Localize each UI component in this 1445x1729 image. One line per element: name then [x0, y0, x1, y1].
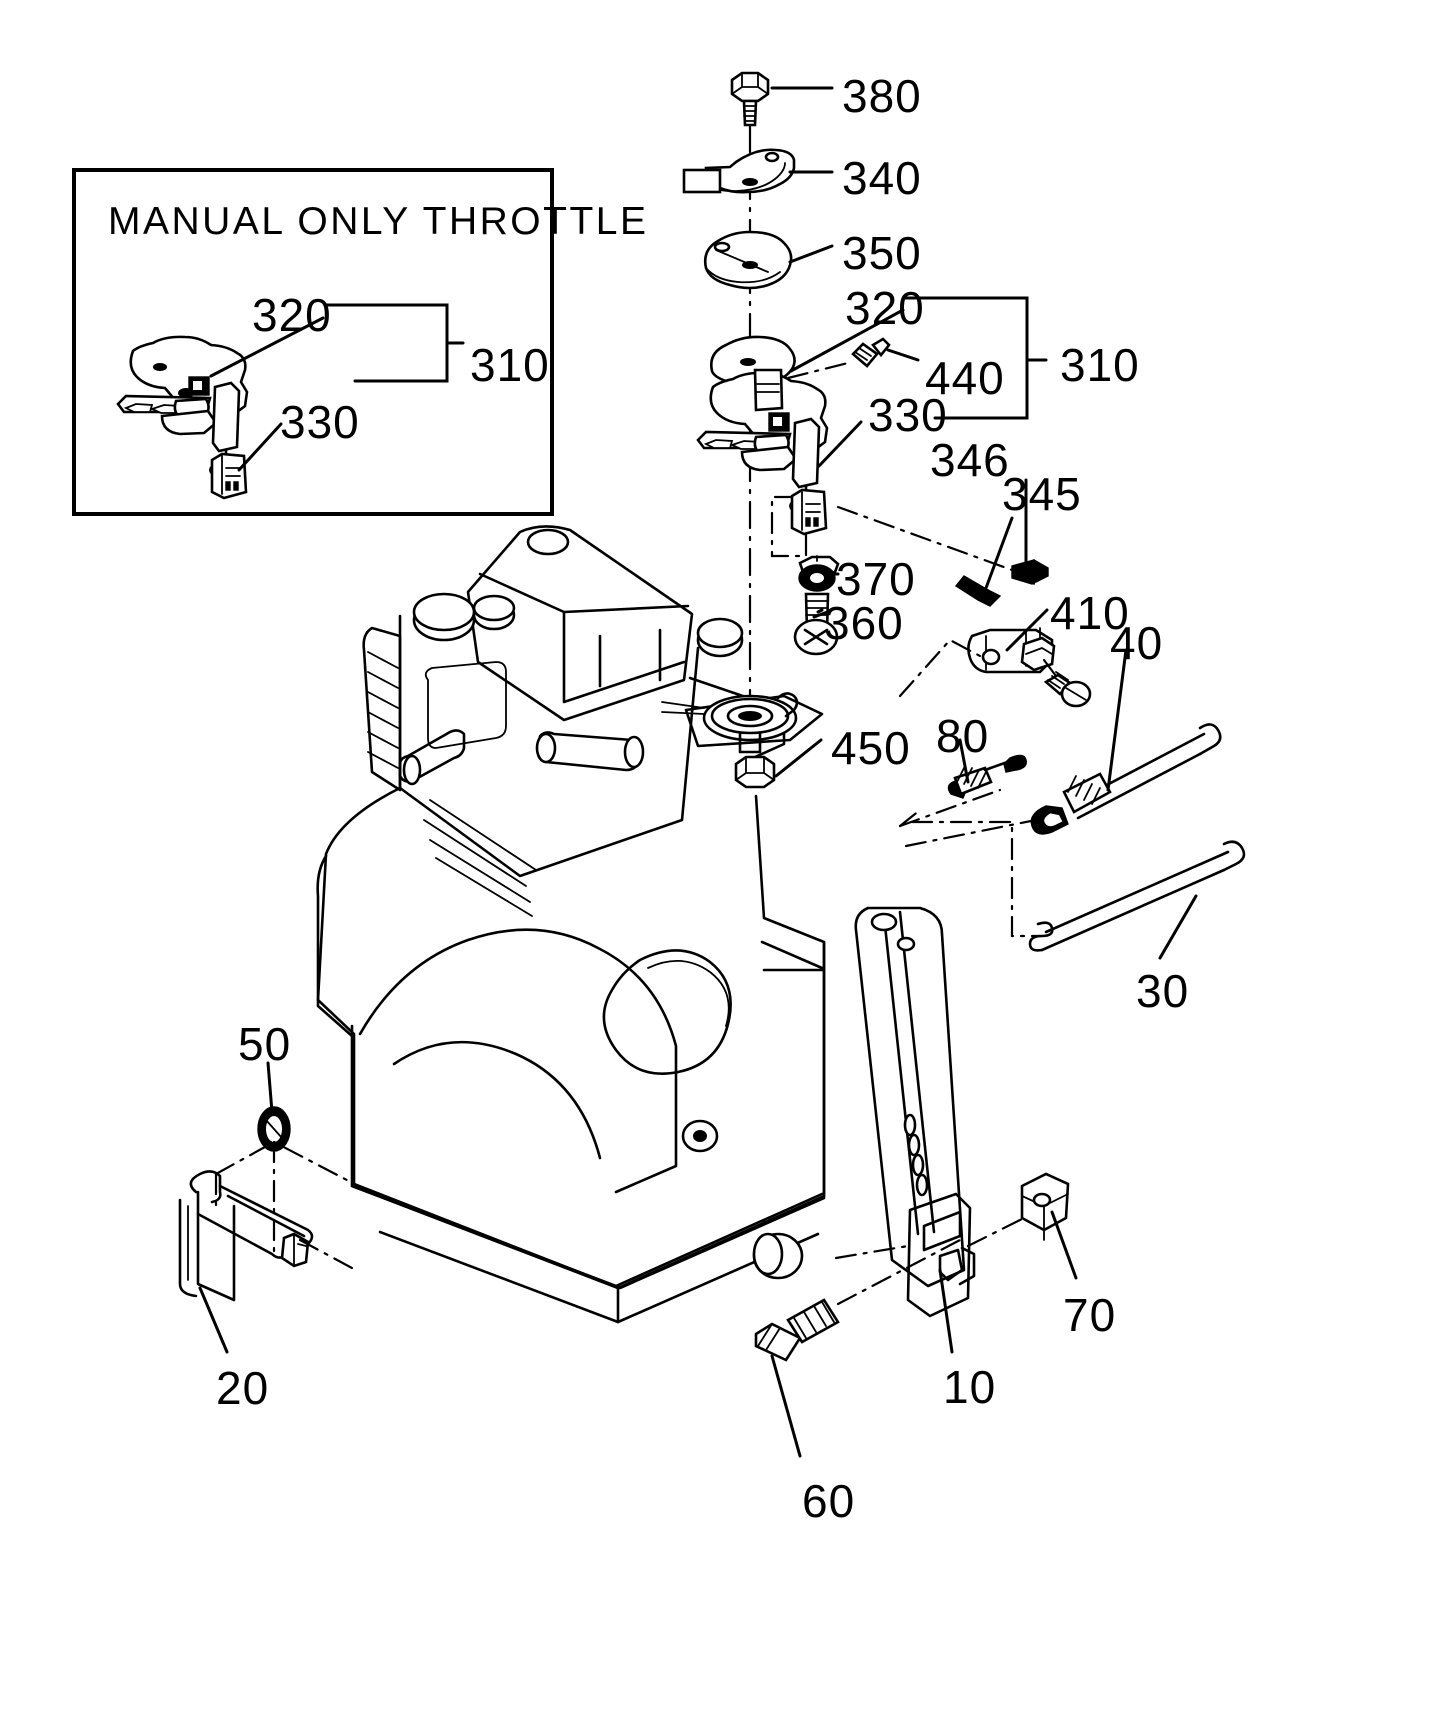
- label-360: 360: [824, 597, 904, 649]
- label-330: 330: [868, 389, 948, 441]
- label-inset-330: 330: [280, 396, 360, 448]
- part-380-bolt: [730, 71, 834, 127]
- part-346-pin: [836, 478, 1049, 585]
- label-60: 60: [802, 1475, 856, 1527]
- inset-title: MANUAL ONLY THROTTLE: [108, 200, 649, 243]
- part-410-bracket: [898, 608, 1092, 708]
- manual-only-throttle-inset: [72, 168, 554, 516]
- part-40-spring-rod: [904, 648, 1222, 848]
- label-346: 346: [930, 434, 1010, 486]
- part-440-screw: [786, 337, 920, 380]
- label-350: 350: [842, 227, 922, 279]
- label-310: 310: [1060, 339, 1140, 391]
- label-10: 10: [943, 1361, 997, 1413]
- inset-throttle-assembly: [116, 303, 465, 500]
- label-320: 320: [845, 282, 925, 334]
- label-410: 410: [1050, 587, 1130, 639]
- part-350-plate: [703, 230, 834, 290]
- label-inset-310: 310: [470, 339, 550, 391]
- label-340: 340: [842, 152, 922, 204]
- label-450: 450: [831, 722, 911, 774]
- label-30: 30: [1136, 965, 1190, 1017]
- part-450-governor: [661, 692, 823, 789]
- label-380: 380: [842, 70, 922, 122]
- label-80: 80: [936, 710, 990, 762]
- part-70-block: [1020, 1172, 1078, 1280]
- part-60-bolt: [754, 1238, 962, 1458]
- label-50: 50: [238, 1018, 292, 1070]
- label-440: 440: [925, 352, 1005, 404]
- part-30-rod: [910, 820, 1246, 960]
- label-20: 20: [216, 1362, 270, 1414]
- part-10-control-lever: [834, 906, 1042, 1354]
- part-370-washer: [798, 555, 840, 592]
- label-inset-320: 320: [252, 289, 332, 341]
- part-345-pin: [954, 516, 1014, 607]
- part-360-screw: [770, 495, 839, 656]
- engine-block: [316, 525, 826, 1324]
- part-20-rod: [178, 1140, 368, 1354]
- label-370: 370: [836, 553, 916, 605]
- label-345: 345: [1002, 468, 1082, 520]
- part-320-throttle-assembly: [696, 296, 1048, 536]
- part-50-washer: [257, 1061, 291, 1260]
- label-40: 40: [1110, 617, 1164, 669]
- part-340-plate: [682, 148, 834, 194]
- label-70: 70: [1063, 1289, 1117, 1341]
- part-80-spring: [898, 738, 1027, 828]
